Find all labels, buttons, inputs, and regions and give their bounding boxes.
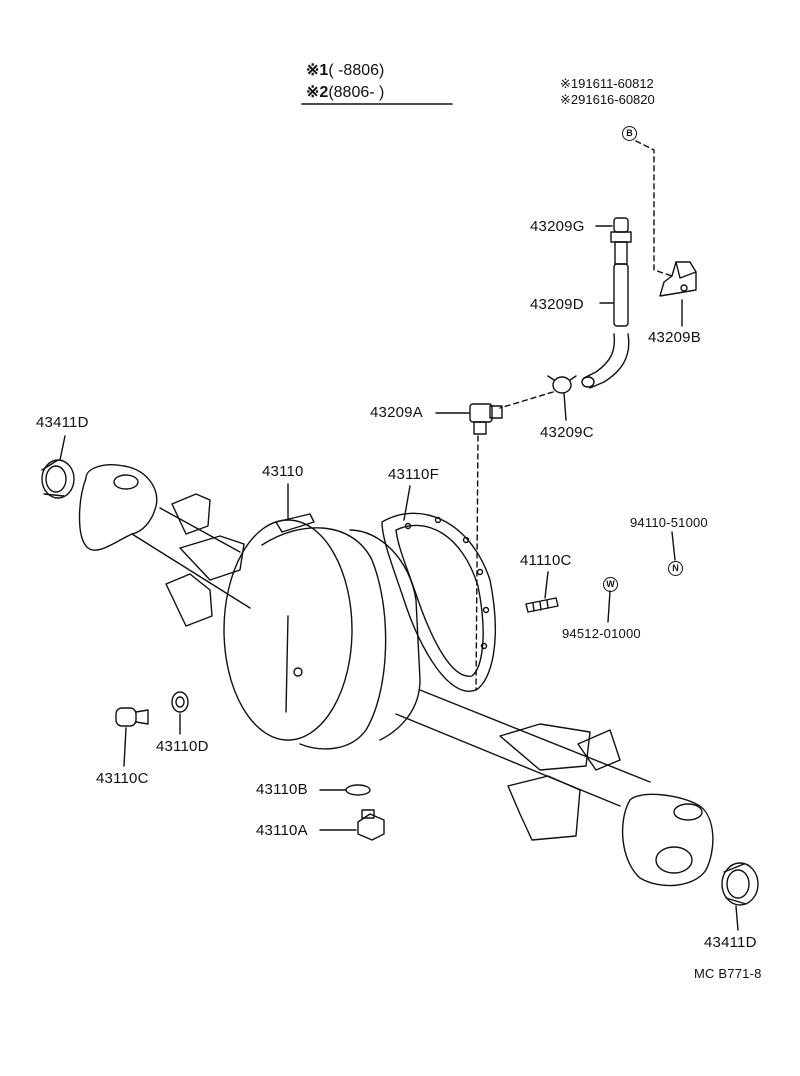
bleeder-note-1: ※191611-60812 xyxy=(560,76,654,91)
plug-43110c xyxy=(115,707,149,767)
note-2-mark: ※2 xyxy=(306,84,329,101)
callout-b-leader xyxy=(635,140,673,277)
housing-vent-bracket xyxy=(275,513,315,533)
note-1-range: ( -8806) xyxy=(328,62,385,79)
gasket-43110f xyxy=(381,485,496,692)
figure-code: MC B771-8 xyxy=(694,966,762,981)
washer-43110d xyxy=(171,691,189,735)
hose-end xyxy=(581,376,595,388)
part-label-43411d-right: 43411D xyxy=(704,934,757,951)
callout-b-icon: B xyxy=(622,126,637,141)
part-label-43209g: 43209G xyxy=(530,218,585,235)
axle-housing-43110 xyxy=(78,464,714,887)
hose-bend xyxy=(583,333,630,389)
part-label-41110c: 41110C xyxy=(520,552,572,569)
axle-seal-43411d-right xyxy=(721,862,759,931)
bracket-43209b xyxy=(659,261,697,327)
hose-43209d xyxy=(599,263,629,327)
part-label-43110: 43110 xyxy=(262,463,304,480)
bleeder-note-2: ※291616-60820 xyxy=(560,92,655,107)
washer-43110b xyxy=(319,784,371,796)
note-1-mark: ※1 xyxy=(306,62,329,79)
part-label-43209d: 43209D xyxy=(530,296,584,313)
part-label-43110a: 43110A xyxy=(256,822,308,839)
leader-94512 xyxy=(607,590,611,623)
note-2-range: (8806- ) xyxy=(328,84,385,101)
part-label-43411d-left: 43411D xyxy=(36,414,89,431)
part-label-94110-51000: 94110-51000 xyxy=(630,515,708,530)
tee-43209a xyxy=(435,403,503,435)
part-label-43110d: 43110D xyxy=(156,738,209,755)
applicability-note-2: ※2(8806- ) xyxy=(306,82,384,102)
part-label-94512-01000: 94512-01000 xyxy=(562,626,641,641)
plug-43110a xyxy=(319,809,385,841)
part-label-43209c: 43209C xyxy=(540,424,594,441)
clip-to-tee-leader xyxy=(499,391,554,409)
stud-41110c xyxy=(525,571,559,613)
callout-n-icon: N xyxy=(668,561,683,576)
leader-94110 xyxy=(671,531,676,561)
part-label-43209a: 43209A xyxy=(370,404,423,421)
axle-seal-43411d-left xyxy=(41,435,75,499)
tee-to-housing-leader xyxy=(475,435,479,691)
union-43209g xyxy=(595,217,632,265)
part-label-43110c: 43110C xyxy=(96,770,149,787)
applicability-note-1: ※1( -8806) xyxy=(306,60,384,80)
part-label-43110b: 43110B xyxy=(256,781,308,798)
clip-43209c xyxy=(547,375,577,421)
part-label-43110f: 43110F xyxy=(388,466,439,483)
part-label-43209b: 43209B xyxy=(648,329,701,346)
